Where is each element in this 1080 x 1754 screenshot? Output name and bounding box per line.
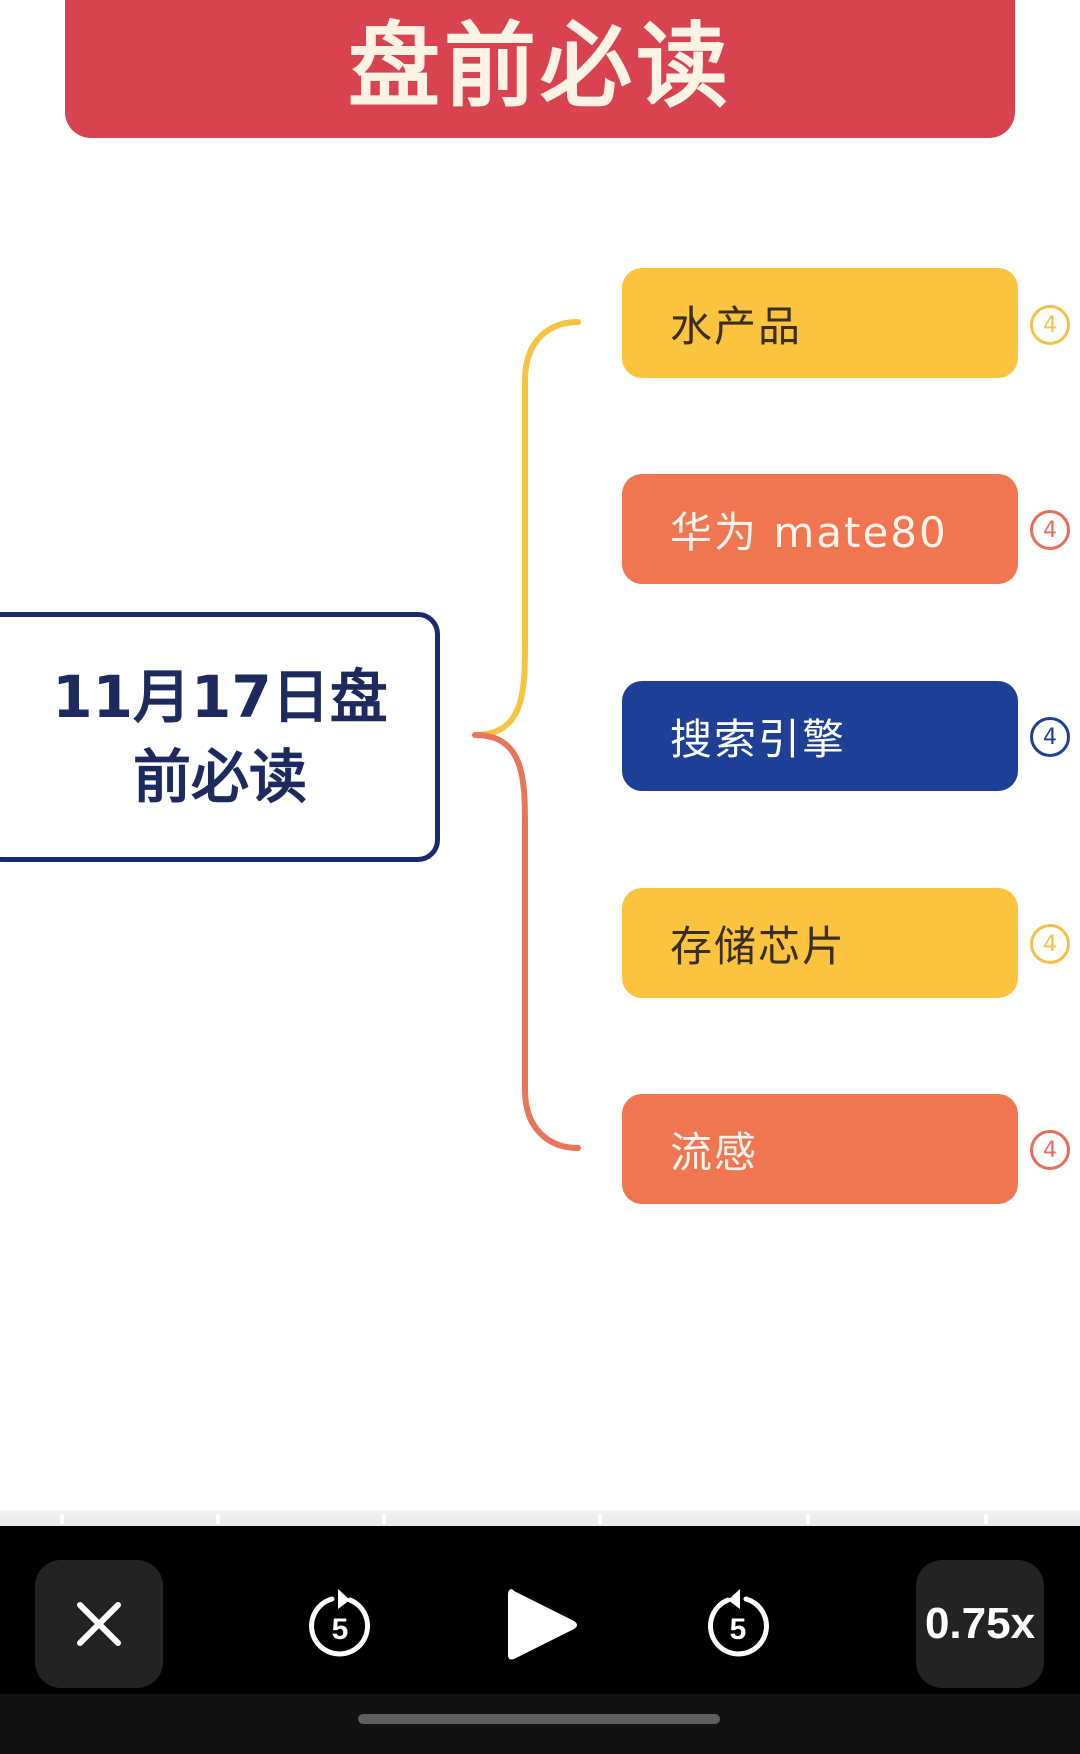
progress-tick bbox=[806, 1514, 810, 1524]
progress-tick bbox=[60, 1514, 64, 1524]
playback-speed-button[interactable]: 0.75x bbox=[916, 1560, 1044, 1688]
branch-label: 水产品 bbox=[670, 301, 803, 351]
rewind-5-button[interactable]: 5 bbox=[295, 1580, 385, 1670]
central-topic: 11月17日盘前必读 bbox=[0, 612, 440, 862]
connector-upper bbox=[472, 319, 581, 738]
home-indicator[interactable] bbox=[358, 1714, 720, 1724]
progress-tick bbox=[216, 1514, 220, 1524]
branch-label: 华为 mate80 bbox=[670, 507, 948, 557]
branch-label: 存储芯片 bbox=[670, 921, 847, 971]
playback-controls: 5 5 0.75x bbox=[0, 1526, 1080, 1694]
progress-tick bbox=[984, 1514, 988, 1524]
forward-seconds: 5 bbox=[730, 1613, 747, 1646]
mindmap-connectors bbox=[472, 319, 581, 1151]
close-icon bbox=[77, 1602, 121, 1646]
system-nav-bar bbox=[0, 1694, 1080, 1754]
branch-count-badge[interactable]: 4 bbox=[1030, 1130, 1070, 1170]
branch-count-badge[interactable]: 4 bbox=[1030, 717, 1070, 757]
branch-node-flu[interactable]: 流感 bbox=[622, 1094, 1018, 1204]
central-topic-text: 11月17日盘前必读 bbox=[52, 663, 388, 811]
close-button[interactable] bbox=[35, 1560, 163, 1688]
video-progress-track[interactable] bbox=[0, 1510, 1080, 1526]
branch-node-aquatic[interactable]: 水产品 bbox=[622, 268, 1018, 378]
branch-label: 流感 bbox=[670, 1127, 759, 1177]
forward-5-icon: 5 bbox=[708, 1589, 769, 1657]
branch-count-badge[interactable]: 4 bbox=[1030, 924, 1070, 964]
banner-title: 盘前必读 bbox=[347, 12, 732, 120]
play-icon bbox=[508, 1589, 577, 1660]
branch-label: 搜索引擎 bbox=[670, 714, 847, 764]
branch-node-search-engine[interactable]: 搜索引擎 bbox=[622, 681, 1018, 791]
progress-tick bbox=[382, 1514, 386, 1524]
playback-speed-label: 0.75x bbox=[924, 1599, 1036, 1648]
branch-count-badge[interactable]: 4 bbox=[1030, 510, 1070, 550]
branch-node-huawei[interactable]: 华为 mate80 bbox=[622, 474, 1018, 584]
branch-node-storage-chips[interactable]: 存储芯片 bbox=[622, 888, 1018, 998]
branch-count-badge[interactable]: 4 bbox=[1030, 305, 1070, 345]
forward-5-button[interactable]: 5 bbox=[693, 1580, 783, 1670]
title-banner: 盘前必读 bbox=[65, 0, 1015, 138]
progress-tick bbox=[598, 1514, 602, 1524]
rewind-seconds: 5 bbox=[332, 1613, 349, 1646]
connector-lower bbox=[472, 732, 581, 1151]
rewind-5-icon: 5 bbox=[309, 1589, 370, 1657]
play-button[interactable] bbox=[495, 1580, 585, 1670]
